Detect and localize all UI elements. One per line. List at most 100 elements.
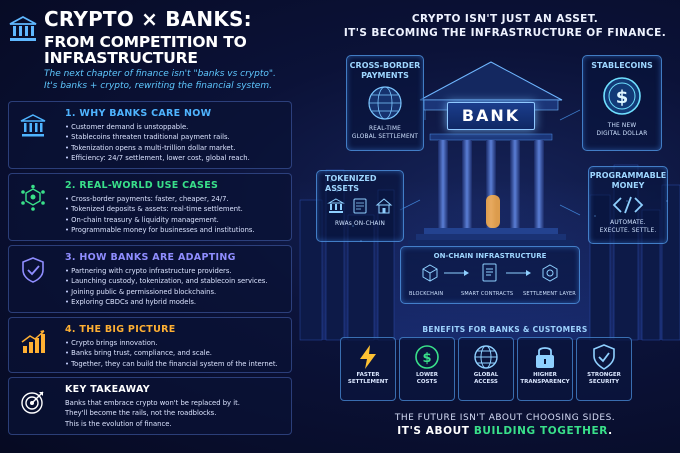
list-item: Banks bring trust, compliance, and scale… bbox=[65, 348, 278, 358]
panel-sub-line-1: REAL-TIME bbox=[368, 126, 402, 132]
globe-icon bbox=[368, 86, 402, 120]
svg-text:$: $ bbox=[616, 87, 629, 108]
page-title: CRYPTO × BANKS: FROM COMPETITION TO INFR… bbox=[44, 9, 344, 67]
smart-contract-icon bbox=[482, 263, 497, 282]
target-icon bbox=[21, 391, 44, 414]
benefit-global-access: GLOBAL ACCESS bbox=[458, 337, 514, 401]
bank-icon bbox=[20, 114, 46, 137]
list-item: Efficiency: 24/7 settlement, lower cost,… bbox=[65, 153, 250, 163]
benefit-label-line-1: GLOBAL bbox=[473, 372, 499, 378]
panel-title-line-2: ASSETS bbox=[325, 184, 360, 193]
onchain-labels: BLOCKCHAIN SMART CONTRACTS SETTLEMENT LA… bbox=[401, 290, 579, 298]
list-item: Crypto brings innovation. bbox=[65, 338, 278, 348]
panel-title: PROGRAMMABLE MONEY bbox=[589, 171, 667, 191]
label-smart-contracts: SMART CONTRACTS bbox=[461, 291, 514, 297]
panel-tokenized-assets: TOKENIZED ASSETS RWAs ON-CHAIN bbox=[316, 170, 404, 242]
panel-subtitle: AUTOMATE. EXECUTE. SETTLE. bbox=[589, 219, 667, 235]
panel-sub-line-2: EXECUTE. SETTLE. bbox=[599, 228, 657, 234]
panel-sub-line-1: AUTOMATE. bbox=[610, 220, 646, 226]
benefit-label-line-1: STRONGER bbox=[587, 372, 621, 378]
benefit-label-line-1: HIGHER bbox=[533, 372, 557, 378]
section-big-picture: 4. THE BIG PICTURE Crypto brings innovat… bbox=[8, 317, 292, 373]
section-list: Customer demand is unstoppable. Stableco… bbox=[65, 122, 250, 163]
takeaway-text: Banks that embrace crypto won't be repla… bbox=[65, 398, 240, 429]
benefit-label-line-2: SETTLEMENT bbox=[347, 379, 389, 385]
settlement-layer-icon bbox=[542, 264, 558, 282]
section-title: 1. WHY BANKS CARE NOW bbox=[65, 108, 212, 119]
section-title: 3. HOW BANKS ARE ADAPTING bbox=[65, 252, 236, 263]
benefit-label-line-2: COSTS bbox=[416, 379, 438, 385]
takeaway-line-3: This is the evolution of finance. bbox=[65, 419, 172, 428]
panel-stablecoins: STABLECOINS $ THE NEW DIGITAL DOLLAR bbox=[582, 55, 662, 151]
bank-icon bbox=[9, 15, 37, 41]
footer-line-2: IT'S ABOUT BUILDING TOGETHER. bbox=[330, 424, 680, 438]
svg-text:$: $ bbox=[422, 351, 431, 366]
subtitle: The next chapter of finance isn't "banks… bbox=[44, 69, 344, 92]
panel-title: STABLECOINS bbox=[591, 61, 653, 70]
right-headline-line-1: CRYPTO ISN'T JUST AN ASSET. bbox=[411, 13, 599, 25]
benefit-label: FASTER SETTLEMENT bbox=[341, 372, 395, 386]
title-line-1: CRYPTO × BANKS: bbox=[44, 7, 252, 31]
benefit-label-line-2: SECURITY bbox=[588, 379, 620, 385]
footer-line-2-prefix: IT'S ABOUT bbox=[397, 425, 474, 437]
list-item: Exploring CBDCs and hybrid models. bbox=[65, 297, 268, 307]
section-real-world-use-cases: 2. REAL-WORLD USE CASES Cross-border pay… bbox=[8, 173, 292, 241]
title-line-2: FROM COMPETITION TO INFRASTRUCTURE bbox=[44, 33, 247, 68]
lightning-icon bbox=[360, 345, 376, 369]
section-title: 2. REAL-WORLD USE CASES bbox=[65, 180, 219, 191]
globe-icon bbox=[474, 345, 498, 369]
panel-title-line-2: PAYMENTS bbox=[361, 71, 409, 80]
list-item: On-chain treasury & liquidity management… bbox=[65, 215, 255, 225]
panel-title: ON-CHAIN INFRASTRUCTURE bbox=[433, 252, 547, 260]
list-item: Programmable money for businesses and in… bbox=[65, 225, 254, 235]
label-settlement-layer: SETTLEMENT LAYER bbox=[523, 291, 576, 297]
footer-line-2-suffix: . bbox=[608, 425, 613, 437]
growth-chart-icon bbox=[21, 330, 45, 353]
right-headline-line-2: IT'S BECOMING THE INFRASTRUCTURE OF FINA… bbox=[343, 27, 667, 39]
footer-tagline: THE FUTURE ISN'T ABOUT CHOOSING SIDES. I… bbox=[330, 413, 680, 438]
panel-title-line-1: CROSS-BORDER bbox=[349, 61, 421, 70]
right-headline: CRYPTO ISN'T JUST AN ASSET. IT'S BECOMIN… bbox=[330, 12, 680, 40]
footer-highlight: BUILDING TOGETHER bbox=[473, 425, 609, 437]
benefit-label-line-2: TRANSPARENCY bbox=[520, 379, 570, 385]
dollar-coin-icon: $ bbox=[415, 345, 439, 369]
list-item: Tokenization opens a multi-trillion doll… bbox=[65, 143, 250, 153]
benefit-label: HIGHER TRANSPARENCY bbox=[518, 372, 572, 386]
section-list: Cross-border payments: faster, cheaper, … bbox=[65, 194, 255, 235]
benefit-label: LOWER COSTS bbox=[400, 372, 454, 386]
panel-title-line-1: PROGRAMMABLE bbox=[589, 171, 667, 180]
section-list: Crypto brings innovation. Banks bring tr… bbox=[65, 338, 278, 369]
panel-sub-line-2: DIGITAL DOLLAR bbox=[596, 131, 648, 137]
subtitle-line-2: It's banks + crypto, rewriting the finan… bbox=[44, 80, 272, 91]
bank-icon bbox=[327, 198, 345, 213]
panel-subtitle: RWAs ON-CHAIN bbox=[334, 221, 386, 227]
panel-title-line-1: TOKENIZED bbox=[325, 174, 377, 183]
list-item: Joining public & permissioned blockchain… bbox=[65, 287, 268, 297]
section-how-banks-adapting: 3. HOW BANKS ARE ADAPTING Partnering wit… bbox=[8, 245, 292, 313]
section-list: Partnering with crypto infrastructure pr… bbox=[65, 266, 268, 307]
list-item: Cross-border payments: faster, cheaper, … bbox=[65, 194, 255, 204]
onchain-flow-diagram bbox=[422, 263, 558, 282]
panel-programmable-money: PROGRAMMABLE MONEY AUTOMATE. EXECUTE. SE… bbox=[588, 166, 668, 244]
benefit-stronger-security: STRONGER SECURITY bbox=[576, 337, 632, 401]
benefit-faster-settlement: FASTER SETTLEMENT bbox=[340, 337, 396, 401]
list-item: Partnering with crypto infrastructure pr… bbox=[65, 266, 268, 276]
dollar-coin-icon: $ bbox=[603, 77, 641, 115]
list-item: Tokenized deposits & assets: real-time s… bbox=[65, 204, 255, 214]
shield-check-icon bbox=[22, 257, 44, 283]
panel-subtitle: THE NEW DIGITAL DOLLAR bbox=[583, 122, 661, 138]
house-icon bbox=[375, 198, 393, 214]
network-icon bbox=[21, 184, 45, 211]
benefit-higher-transparency: HIGHER TRANSPARENCY bbox=[517, 337, 573, 401]
benefit-lower-costs: $ LOWER COSTS bbox=[399, 337, 455, 401]
list-item: Customer demand is unstoppable. bbox=[65, 122, 250, 132]
bond-document-icon bbox=[353, 198, 367, 214]
panel-title: CROSS-BORDER PAYMENTS bbox=[347, 61, 423, 81]
code-icon bbox=[612, 196, 644, 214]
list-item: Together, they can build the financial s… bbox=[65, 359, 278, 369]
benefit-label-line-2: ACCESS bbox=[474, 379, 498, 385]
section-why-banks-care: 1. WHY BANKS CARE NOW Customer demand is… bbox=[8, 101, 292, 169]
list-item: Launching custody, tokenization, and sta… bbox=[65, 276, 267, 286]
benefit-label: GLOBAL ACCESS bbox=[459, 372, 513, 386]
bank-sign: BANK bbox=[447, 102, 535, 130]
